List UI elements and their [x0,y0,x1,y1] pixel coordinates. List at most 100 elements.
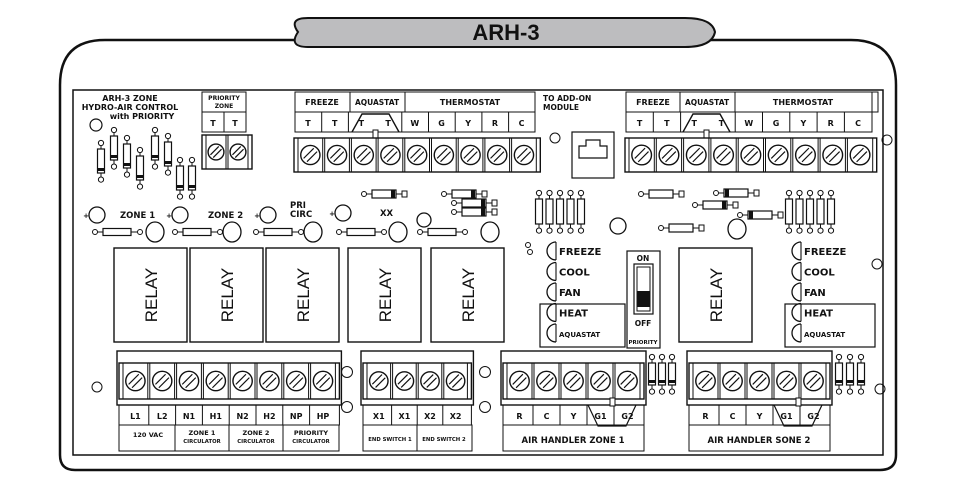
terminal-label: T [719,119,725,128]
screw-terminal[interactable] [125,370,146,392]
screw-terminal[interactable] [420,371,440,391]
screw-terminal[interactable] [749,370,770,392]
terminal-label: T [305,119,311,128]
screw-terminal[interactable] [300,144,321,166]
terminal-label: G1 [780,412,793,421]
capacitor [388,221,408,243]
terminal-label: H2 [263,412,275,421]
terminal-label: W [410,119,419,128]
terminal-label: G [438,119,445,128]
resistor [96,139,106,183]
priority-zone-header-1: PRIORITY [208,95,240,102]
thermostat-header: THERMOSTAT [440,98,501,107]
capacitor [727,218,747,240]
resistor [816,189,825,234]
terminal-label: T [359,119,365,128]
capacitor [480,221,500,243]
resistor [135,146,145,190]
resistor [657,353,667,395]
priority-zone-block: PRIORITY ZONE T T [201,91,247,133]
screw-terminal[interactable] [740,144,762,166]
board-outline [58,38,898,472]
screw-terminal[interactable] [563,370,584,392]
screw-terminal[interactable] [486,144,508,166]
screw-terminal[interactable] [767,144,789,166]
terminal-label: Y [756,412,763,421]
mount-hole [871,258,883,270]
air-handler-label: AIR HANDLER SONE 2 [708,436,811,446]
indicator-led [88,206,106,224]
diode [361,189,408,199]
group-label: CIRCULATOR [292,439,329,445]
terminal-label: R [492,119,498,128]
screw-terminal[interactable] [617,370,638,392]
aquastat-jumper [682,113,731,133]
screw-terminal[interactable] [631,144,653,166]
terminal-label: T [232,119,238,128]
g1-g2-jumper [773,404,823,427]
screw-terminal[interactable] [406,144,428,166]
screw-terminal[interactable] [536,370,557,392]
screw-terminal[interactable] [513,144,535,166]
screw-terminal[interactable] [822,144,844,166]
screw-terminal[interactable] [380,144,401,166]
screw-terminal[interactable] [178,370,200,392]
resistor [856,353,866,395]
screw-terminal[interactable] [803,370,824,392]
relay: RELAY [430,247,505,343]
relay: RELAY [189,247,264,343]
screw-terminal[interactable] [794,144,816,166]
terminal-label: T [210,119,216,128]
screw-terminal[interactable] [312,370,334,392]
led-label: AQUASTAT [559,331,600,339]
top-right-header: FREEZE AQUASTAT THERMOSTAT [625,91,879,133]
screw-terminal[interactable] [207,143,225,161]
indicator-led [609,217,627,235]
screw-terminal[interactable] [460,144,481,166]
relay-label: RELAY [294,268,313,323]
xx-label: XX [380,209,394,219]
screw-terminal[interactable] [229,143,247,161]
switch-toggle[interactable] [637,291,650,307]
terminal-label: G2 [621,412,633,421]
screw-terminal[interactable] [151,370,173,392]
screw-terminal[interactable] [232,370,253,392]
screw-terminal[interactable] [353,144,375,166]
screw-terminal[interactable] [394,371,415,391]
terminal-label: C [730,412,736,421]
led-label: HEAT [559,309,588,320]
screw-terminal[interactable] [509,370,530,392]
screw-terminal[interactable] [368,371,389,391]
screw-terminal[interactable] [259,370,280,392]
screw-terminal[interactable] [722,370,743,392]
priority-switch[interactable]: ON OFF PRIORITY [626,250,661,349]
resistor [417,227,468,237]
resistor [253,227,304,237]
screw-terminal[interactable] [285,370,307,392]
led-label: FREEZE [804,247,846,258]
screw-terminal[interactable] [590,370,611,392]
terminal-label: G [773,119,780,128]
rj-jack[interactable] [571,131,615,179]
group-label: END SWITCH 2 [422,437,466,443]
resistor [805,189,815,234]
mount-hole [881,134,893,146]
terminal-label: Y [570,412,577,421]
screw-terminal[interactable] [433,144,455,166]
top-left-header: FREEZE AQUASTAT THERMOSTAT [294,91,536,133]
zone-labels: ZONE 1 ZONE 2 PRI CIRC XX [120,201,394,221]
via [527,249,533,255]
diode-array [96,126,197,200]
screw-terminal[interactable] [445,371,466,391]
screw-terminal[interactable] [326,144,348,166]
screw-terminal[interactable] [695,370,716,392]
screw-terminal[interactable] [685,144,707,166]
screw-terminal[interactable] [776,370,797,392]
screw-terminal[interactable] [713,144,735,166]
screw-terminal[interactable] [658,144,680,166]
resistor [576,189,586,234]
screw-terminal[interactable] [849,144,871,166]
screw-terminal[interactable] [205,370,227,392]
